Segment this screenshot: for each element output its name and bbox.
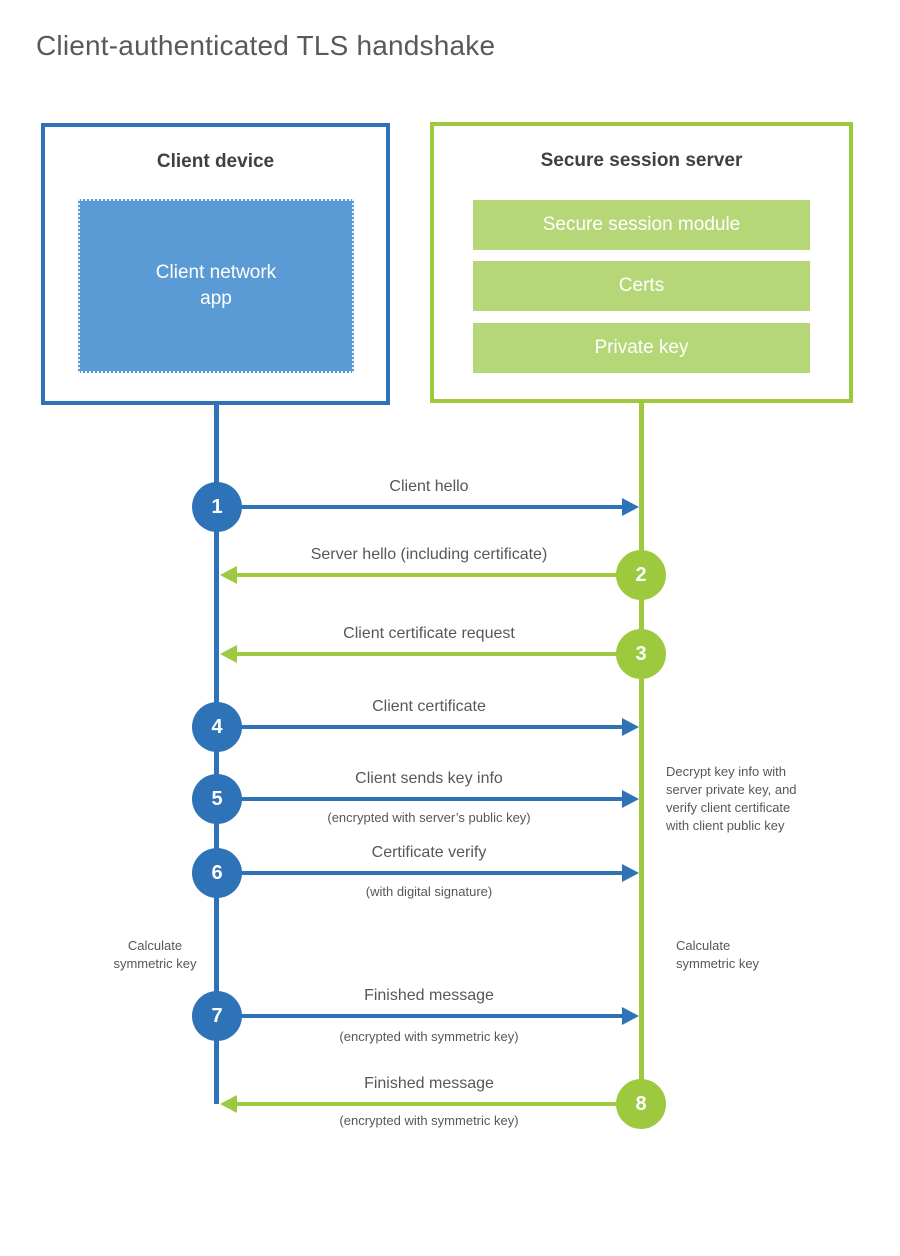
flow-step-2-circle: 2 [616, 550, 666, 600]
server-title: Secure session server [540, 150, 743, 171]
note-calculate-symmetric-key-server: Calculate symmetric key [676, 938, 760, 971]
flow-step-5-arrowhead-icon [622, 790, 639, 808]
flow-step-4-arrow [217, 725, 623, 729]
flow-step-1-label: Client hello [389, 478, 469, 495]
flow-step-6-sublabel: (with digital signature) [365, 884, 493, 899]
flow-step-4-circle: 4 [192, 702, 242, 752]
flow-step-6-arrowhead-icon [622, 864, 639, 882]
flow-step-7-circle: 7 [192, 991, 242, 1041]
client-network-app-box: Client network app [78, 199, 354, 373]
client-lifeline [214, 405, 219, 1104]
flow-step-8-sublabel: (encrypted with symmetric key) [339, 1113, 519, 1128]
flow-step-8-arrowhead-icon [220, 1095, 237, 1113]
server-module-bar-certs: Certs [473, 261, 810, 311]
page-title: Client-authenticated TLS handshake [36, 30, 496, 61]
server-lifeline [639, 403, 644, 1105]
flow-step-7-label: Finished message [364, 987, 494, 1004]
flow-step-7-sublabel: (encrypted with symmetric key) [339, 1029, 519, 1044]
client-device-title: Client device [156, 151, 275, 172]
note-calculate-symmetric-key-client: Calculate symmetric key [113, 938, 197, 971]
server-module-bar-secure-session-module: Secure session module [473, 200, 810, 250]
server-module-bar-private-key: Private key [473, 323, 810, 373]
flow-step-8-arrow [237, 1102, 641, 1106]
flow-step-7-arrow [217, 1014, 623, 1018]
flow-step-5-label: Client sends key info [355, 770, 503, 787]
flow-step-3-arrow [237, 652, 641, 656]
flow-step-3-label: Client certificate request [343, 625, 515, 642]
flow-step-4-arrowhead-icon [622, 718, 639, 736]
note-decrypt-key-info: Decrypt key info with server private key… [666, 764, 797, 833]
client-device-box: Client device Client network app [41, 123, 390, 405]
flow-step-5-sublabel: (encrypted with server’s public key) [327, 810, 531, 825]
flow-step-3-circle: 3 [616, 629, 666, 679]
client-network-app-label: Client network app [155, 262, 277, 309]
flow-step-6-label: Certificate verify [371, 844, 487, 861]
flow-step-2-arrow [237, 573, 641, 577]
flow-step-1-arrow [217, 505, 623, 509]
flow-step-6-arrow [217, 871, 623, 875]
flow-step-4-label: Client certificate [372, 698, 486, 715]
flow-step-6-circle: 6 [192, 848, 242, 898]
flow-step-2-arrowhead-icon [220, 566, 237, 584]
flow-step-3-arrowhead-icon [220, 645, 237, 663]
flow-step-5-arrow [217, 797, 623, 801]
flow-step-8-label: Finished message [364, 1075, 494, 1092]
flow-step-1-arrowhead-icon [622, 498, 639, 516]
flow-step-5-circle: 5 [192, 774, 242, 824]
flow-step-1-circle: 1 [192, 482, 242, 532]
flow-step-8-circle: 8 [616, 1079, 666, 1129]
server-box: Secure session server Secure session mod… [430, 122, 853, 403]
flow-step-2-label: Server hello (including certificate) [310, 546, 548, 563]
flow-step-7-arrowhead-icon [622, 1007, 639, 1025]
